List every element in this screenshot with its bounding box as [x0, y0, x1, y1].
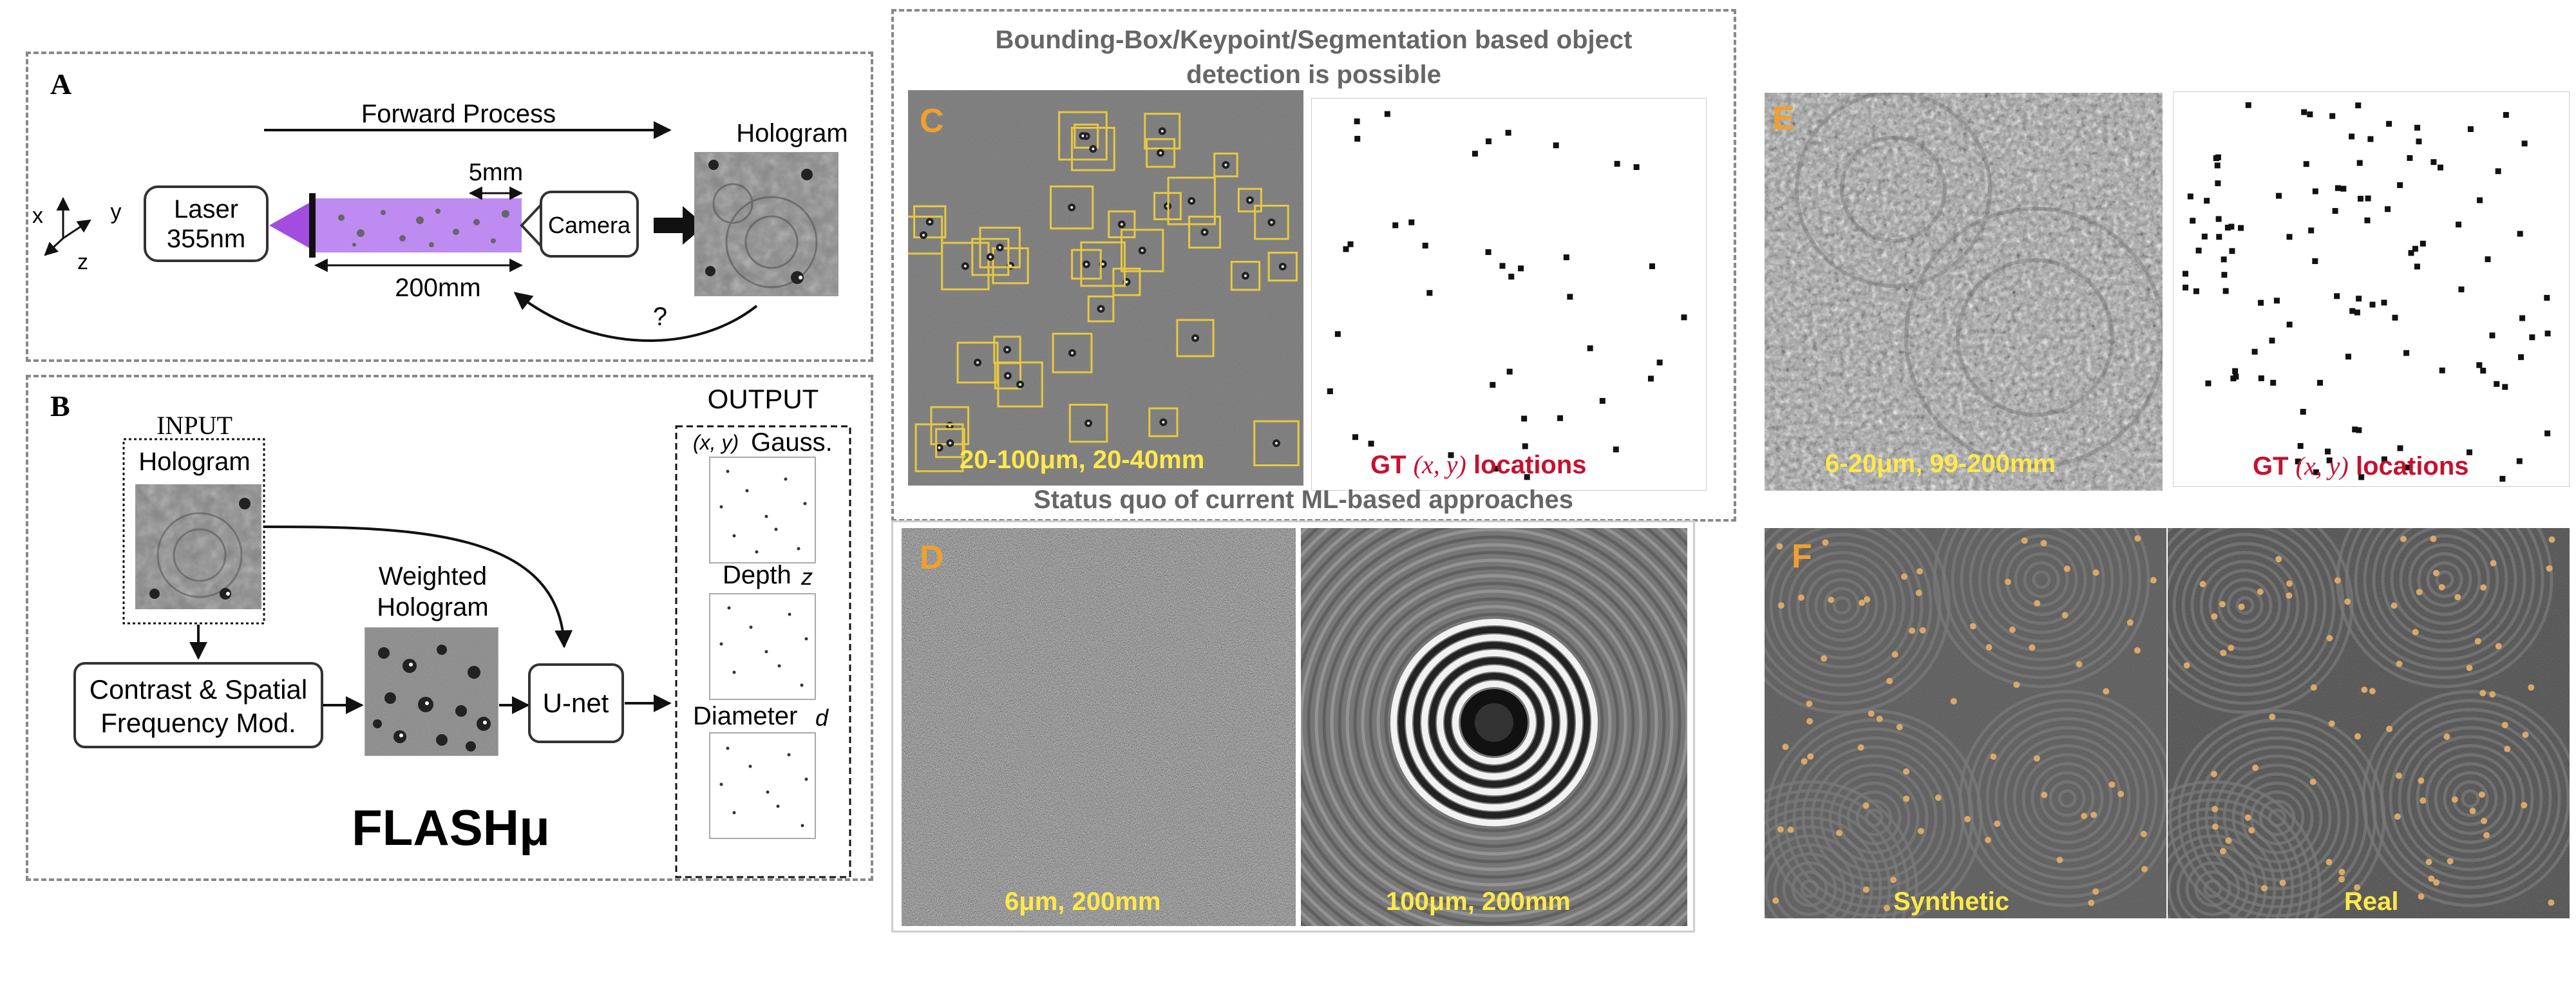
panel-c-gt-image: [1311, 98, 1707, 491]
contrast-label-2: Frequency Mod.: [100, 708, 296, 738]
panel-c-right-caption: GT (x, y) locations: [1370, 449, 1587, 480]
panel-f-right-caption: Real: [2344, 887, 2399, 916]
axis-gizmo: [44, 196, 91, 256]
axis-x-label: x: [32, 203, 43, 228]
inverse-arrow: [513, 292, 758, 342]
panel-d-header: Status quo of current ML-based approache…: [1034, 486, 1573, 514]
output1-label: Gauss.: [751, 428, 833, 457]
panel-b-frame: [26, 375, 873, 881]
output1-symbol: (x, y): [693, 431, 739, 454]
panel-d-rings-image: [1301, 528, 1687, 926]
panel-f-synthetic-image: [1765, 528, 2166, 918]
output3-label: Diameter: [693, 702, 797, 730]
camera-to-hologram-arrow: [654, 206, 705, 245]
laser-label-2: 355nm: [167, 225, 245, 253]
panel-c-header-2: detection is possible: [1186, 61, 1441, 89]
gt-locations: locations: [1473, 451, 1587, 479]
weighted-label-2: Hologram: [377, 593, 488, 621]
input-label: INPUT: [156, 411, 232, 440]
gt-symbol: (x, y): [1413, 450, 1466, 479]
output-label: OUTPUT: [708, 384, 819, 414]
panel-d-right-caption: 100μm, 200mm: [1386, 887, 1571, 916]
unet-box: [528, 663, 624, 743]
contrast-label-1: Contrast & Spatial: [90, 674, 308, 705]
panel-a-letter: A: [50, 68, 72, 100]
input-hologram-label: Hologram: [138, 448, 250, 476]
panel-e-right-caption: GT (x, y) locations: [2253, 451, 2469, 481]
panel-b-diagram: INPUT Hologram Contrast & Spatial Freque…: [73, 384, 851, 878]
camera-box: [540, 191, 639, 258]
weighted-label-1: Weighted: [379, 562, 487, 591]
laser-box: [144, 185, 269, 262]
gt-locations-e: locations: [2355, 452, 2469, 480]
panel-c-left-caption: 20-100μm, 20-40mm: [960, 446, 1205, 474]
panel-b-letter: B: [50, 390, 70, 422]
panel-e-hologram-image: [1765, 93, 2163, 491]
dim-200mm-label: 200mm: [395, 274, 480, 302]
output-map-depth: [709, 593, 816, 700]
output2-symbol: z: [800, 563, 813, 590]
output-map-gauss: [709, 457, 816, 563]
panel-d-left-caption: 6μm, 200mm: [1005, 887, 1161, 916]
beam-volume: [316, 198, 522, 252]
hologram-label: Hologram: [736, 119, 848, 147]
camera-lens: [520, 201, 542, 250]
panel-a-diagram: x y z Forward Process Laser 355nm 5mm 20…: [32, 100, 848, 342]
camera-label: Camera: [548, 212, 631, 238]
hologram-image-a: [694, 152, 838, 296]
weighted-hologram-image: [365, 627, 498, 756]
panel-d-frame: [891, 520, 1695, 932]
gt-label: GT: [1370, 451, 1406, 479]
output-frame: [675, 425, 851, 878]
panel-c-detection-image: [908, 90, 1303, 486]
panel-a-frame: [26, 52, 873, 362]
axis-y-label: y: [111, 200, 122, 224]
panel-c-header-1: Bounding-Box/Keypoint/Segmentation based…: [995, 26, 1633, 54]
axis-z-label: z: [77, 250, 88, 274]
input-hologram-image: [135, 484, 261, 609]
flashmu-title: FLASHμ: [352, 799, 550, 856]
panel-e-left-caption: 6-20μm, 99-200mm: [1825, 449, 2056, 478]
panel-f-real-image: [2168, 528, 2570, 918]
laser-tip: [269, 203, 309, 248]
panel-d-letter: D: [920, 539, 944, 576]
input-frame: [122, 438, 265, 625]
input-to-unet-arrow: [263, 525, 573, 648]
panel-f-left-caption: Synthetic: [1893, 887, 2010, 916]
contrast-box: [73, 662, 323, 748]
panel-e-gt-image: [2173, 91, 2570, 487]
panel-e-letter: E: [1772, 100, 1795, 137]
laser-label-1: Laser: [174, 195, 238, 223]
forward-process-label: Forward Process: [361, 100, 556, 128]
gt-label-e: GT: [2253, 452, 2289, 480]
inverse-question: ?: [653, 303, 667, 331]
gt-symbol-e: (x, y): [2295, 451, 2349, 480]
panel-c-letter: C: [920, 102, 944, 140]
dim-5mm-label: 5mm: [469, 159, 523, 186]
output2-label: Depth: [723, 561, 791, 589]
beam-particles: [338, 209, 509, 247]
unet-label: U-net: [543, 688, 609, 718]
panel-f-letter: F: [1792, 538, 1812, 575]
output-map-diameter: [709, 732, 816, 839]
laser-window: [309, 193, 316, 258]
output3-symbol: d: [815, 705, 829, 731]
panel-d-noise-image: [902, 528, 1296, 926]
